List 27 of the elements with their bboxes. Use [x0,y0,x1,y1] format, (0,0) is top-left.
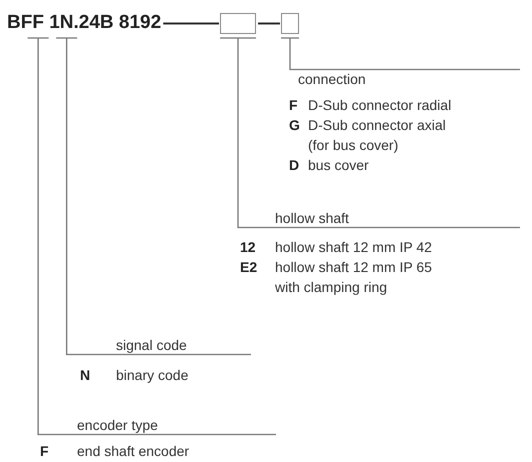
option-description: hollow shaft 12 mm IP 65 with clamping ring [275,258,433,297]
option-code: D [289,156,300,175]
code-placeholder-box [281,13,299,34]
leader-line [55,37,252,356]
leader-line [219,37,521,228]
leader-line [26,37,277,436]
option-code: 12 [240,238,256,257]
option-code: F [289,96,298,115]
option-description: bus cover [308,156,369,175]
option-code: E2 [240,258,258,277]
dash-connector [258,22,280,24]
option-code: F [40,442,49,461]
code-placeholder-box [220,13,256,34]
option-code: N [80,366,90,385]
option-heading: signal code [116,335,187,355]
option-heading: connection [298,69,366,89]
option-description: hollow shaft 12 mm IP 42 [275,238,432,257]
leader-line [280,37,521,70]
option-description: end shaft encoder [77,442,190,461]
option-description: D-Sub connector radial [308,96,452,115]
option-code: G [289,116,300,135]
dash-connector [163,22,219,24]
option-heading: hollow shaft [275,208,349,228]
option-description: D-Sub connector axial (for bus cover) [308,116,447,155]
type-code: BFF 1N.24B 8192 [7,12,162,34]
option-description: binary code [116,366,188,385]
option-heading: encoder type [77,415,158,435]
